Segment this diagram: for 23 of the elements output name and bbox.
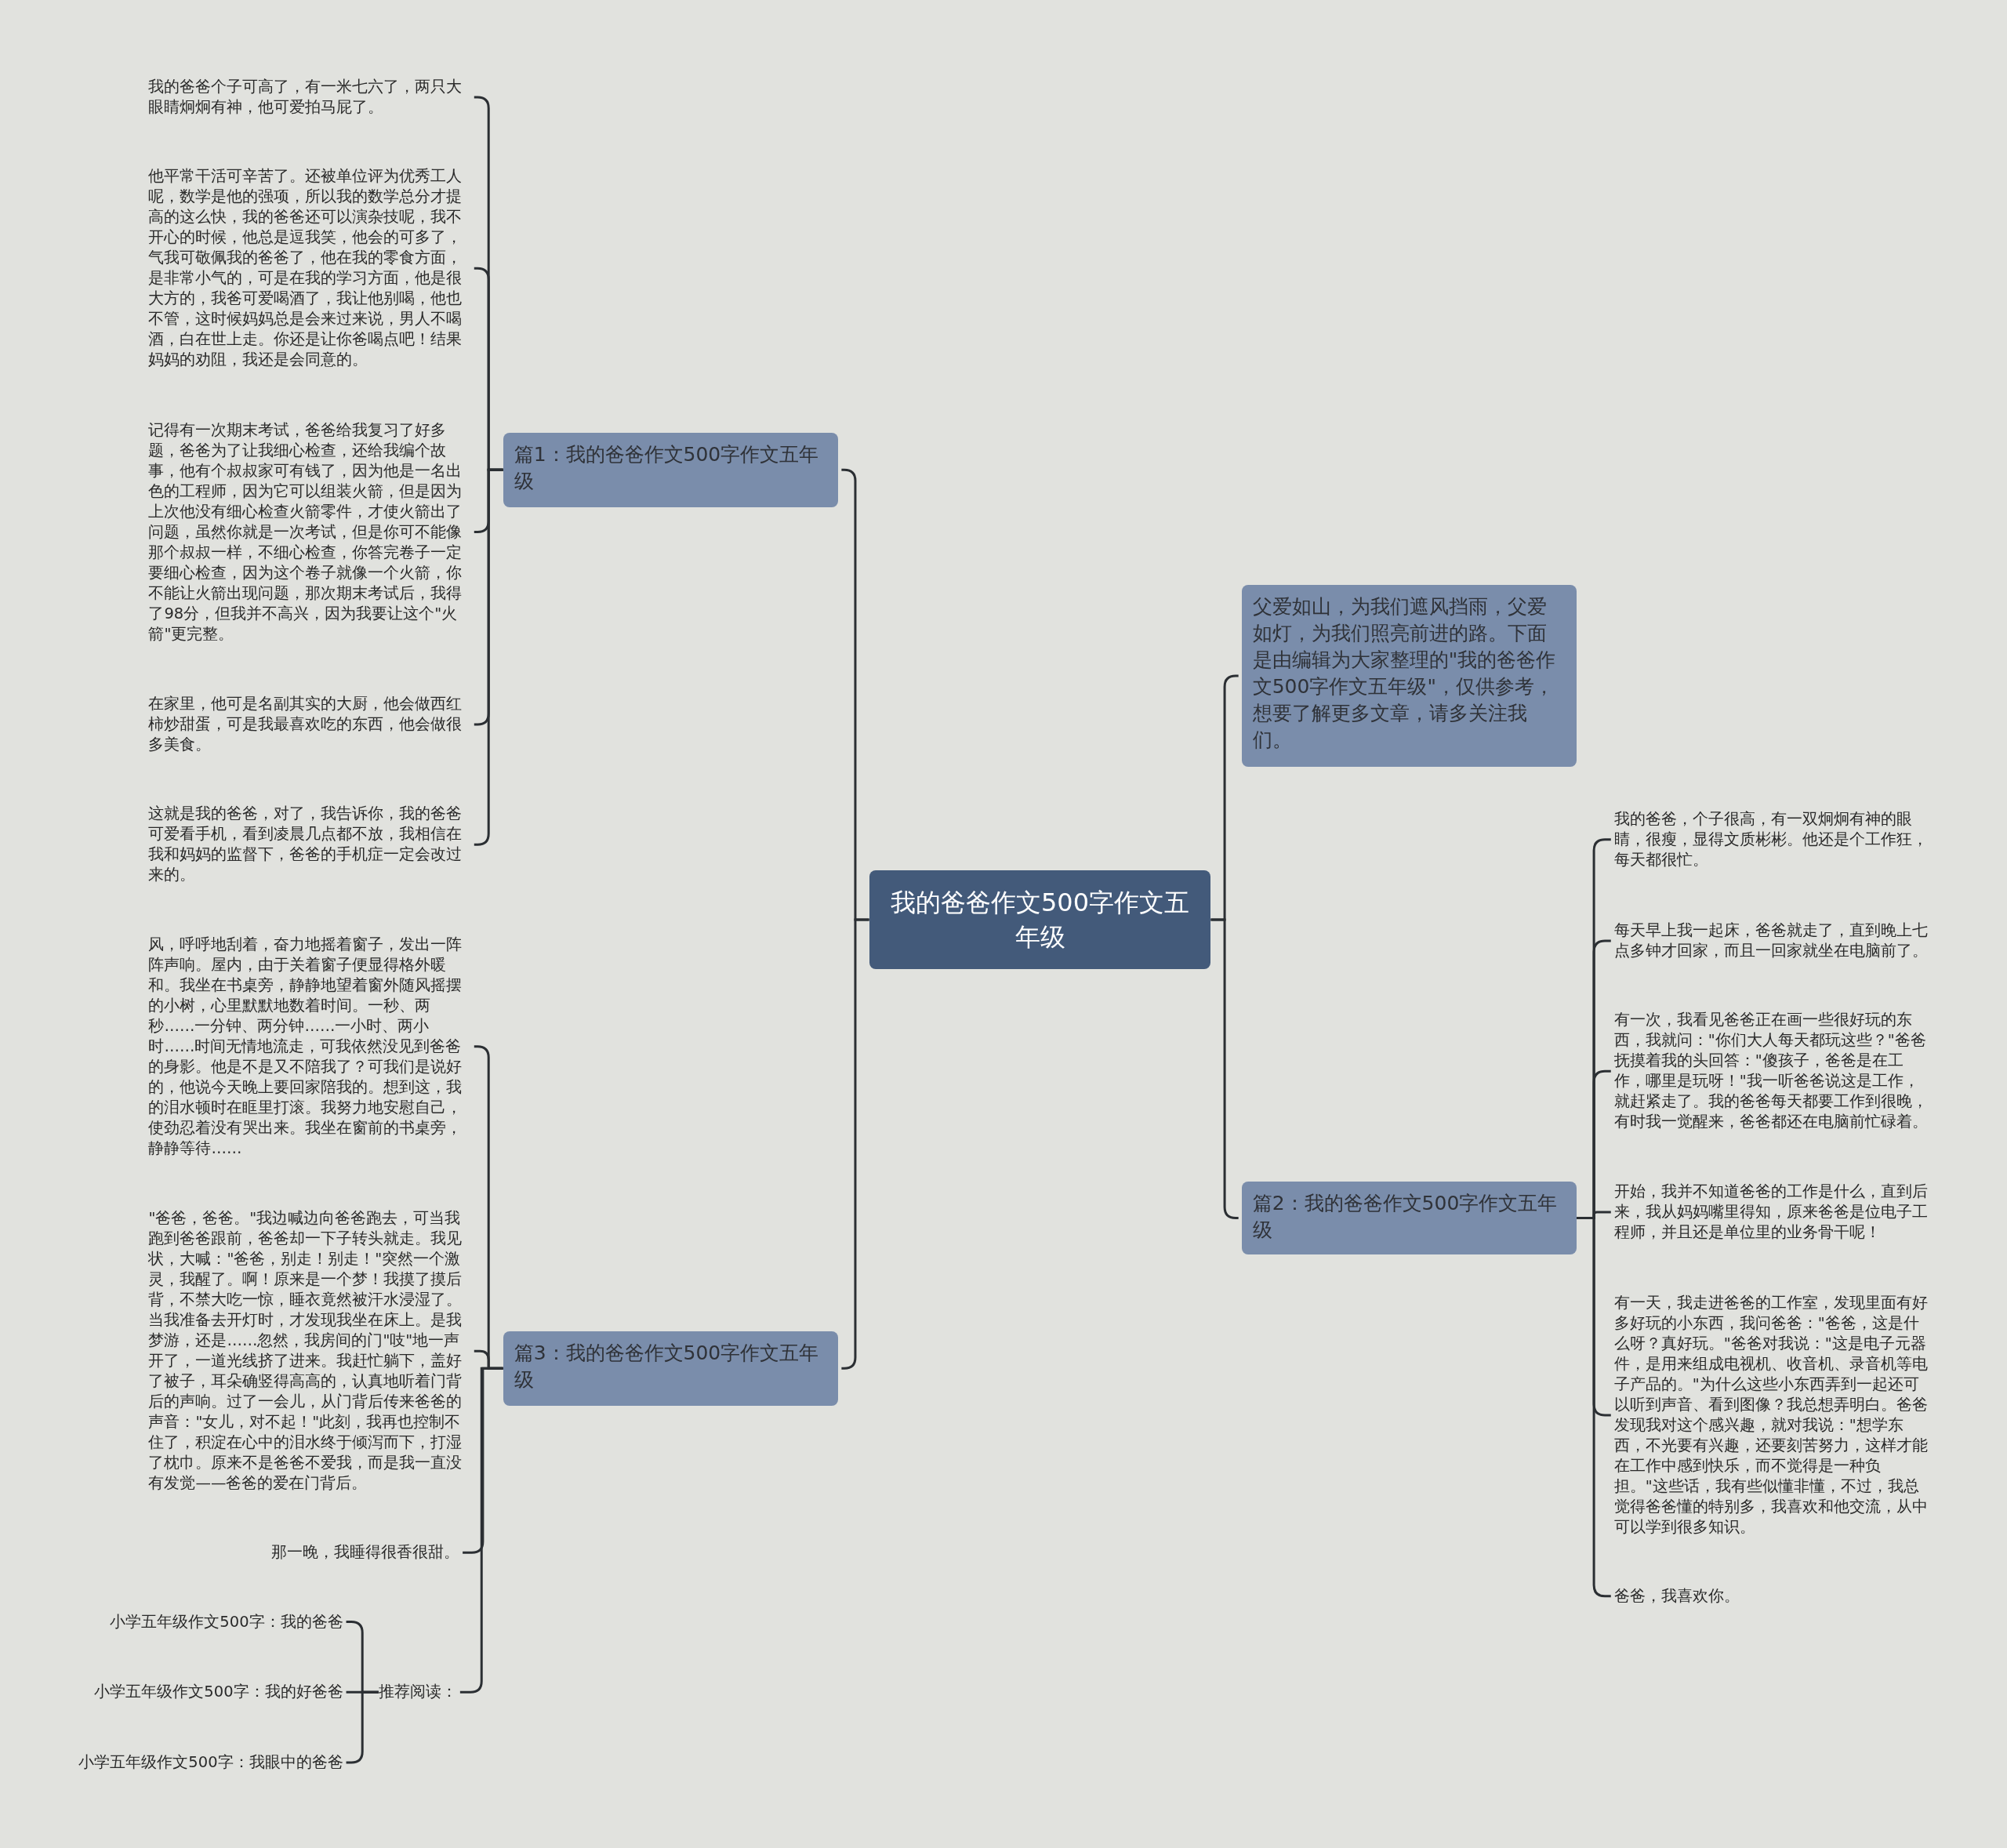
paragraph-text: 在家里，他可是名副其实的大厨，他会做西红柿炒甜蛋，可是我最喜欢吃的东西，他会做很多美食。 (148, 693, 471, 755)
paragraph-text: 有一次，我看见爸爸正在画一些很好玩的东西，我就问："你们大人每天都玩这些？"爸爸抚摸着我的头回答："傻孩子，爸爸是在工作，哪里是玩呀！"我一听爸爸说这是工作，就赶紧走了。我的爸爸每天都要工作到很晚，有时我一觉醒来，爸爸都还在电脑前忙碌着。 (1613, 1010, 1934, 1133)
paragraph-text: 我的爸爸个子可高了，有一米七六了，两只大眼睛炯炯有神，他可爱拍马屁了。 (148, 76, 471, 118)
paragraph-text: 风，呼呼地刮着，奋力地摇着窗子，发出一阵阵声响。屋内，由于关着窗子便显得格外暖和。我坐在书桌旁，静静地望着窗外随风摇摆的小树，心里默默地数着时间。一秒、两秒……一分钟、两分钟……一小时、两小时……时间无情地流走，可我依然没见到爸爸的身影。他是不是又不陪我了？可我们是说好的，他说今天晚上要回家陪我的。想到这，我的泪水顿时在眶里打滚。我努力地安慰自己，使劲忍着没有哭出来。我坐在窗前的书桌旁，静静等待…… (148, 934, 471, 1159)
paragraph-text: 记得有一次期末考试，爸爸给我复习了好多题，爸爸为了让我细心检查，还给我编个故事，他有个叔叔家可有钱了，因为他是一名出色的工程师，因为它可以组装火箭，但是因为上次他没有细心检查火箭零件，才使火箭出了问题，虽然你就是一次考试，但是你可不能像那个叔叔一样，不细心检查，你答完卷子一定要细心检查，因为这个卷子就像一个火箭，你不能让火箭出现问题，那次期末考试后，我得了98分，但我并不高兴，因为我要让这个"火箭"更完整。 (148, 419, 471, 644)
topic-box: 篇2：我的爸爸作文500字作文五年级 (1241, 1181, 1577, 1254)
topic-text: 小学五年级作文500字：我眼中的爸爸 (78, 1752, 343, 1774)
paragraph-text: 有一天，我走进爸爸的工作室，发现里面有好多好玩的小东西，我问爸爸："爸爸，这是什么呀？真好玩。"爸爸对我说："这是电子元器件，是用来组成电视机、收音机、录音机等电子产品的。"为什么这些小东西弄到一起还可以听到声音、看到图像？我总想弄明白。爸爸发现我对这个感兴趣，就对我说："想学东西，不光要有兴趣，还要刻苦努力，这样才能在工作中感到快乐，而不觉得是一种负担。"这些话，我有些似懂非懂，不过，我总觉得爸爸懂的特别多，我喜欢和他交流，从中可以学到很多知识。 (1613, 1292, 1934, 1538)
topic-box: 父爱如山，为我们遮风挡雨，父爱如灯，为我们照亮前进的路。下面是由编辑为大家整理的"我的爸爸作文500字作文五年级"，仅供参考，想要了解更多文章，请多关注我们。 (1241, 585, 1577, 767)
topic-text: 那一晚，我睡得很香很甜。 (271, 1542, 460, 1563)
central-topic-box: 我的爸爸作文500字作文五年级 (869, 870, 1211, 969)
topic-text: 推荐阅读： (378, 1682, 457, 1703)
paragraph-text: 开始，我并不知道爸爸的工作是什么，直到后来，我从妈妈嘴里得知，原来爸爸是位电子工程师，并且还是单位里的业务骨干呢！ (1613, 1181, 1934, 1243)
paragraph-text: 我的爸爸，个子很高，有一双炯炯有神的眼睛，很瘦，显得文质彬彬。他还是个工作狂，每天都很忙。 (1613, 808, 1934, 870)
paragraph-text: 这就是我的爸爸，对了，我告诉你，我的爸爸可爱看手机，看到凌晨几点都不放，我相信在我和妈妈的监督下，爸爸的手机症一定会改过来的。 (148, 804, 471, 886)
paragraph-text: "爸爸，爸爸。"我边喊边向爸爸跑去，可当我跑到爸爸跟前，爸爸却一下子转头就走。我见状，大喊："爸爸，别走！别走！"突然一个激灵，我醒了。啊！原来是一个梦！我摸了摸后背，不禁大吃一惊，睡衣竟然被汗水浸湿了。当我准备去开灯时，才发现我坐在床上。是我梦游，还是……忽然，我房间的门"吱"地一声开了，一道光线挤了进来。我赶忙躺下，盖好了被子，耳朵确竖得高高的，认真地听着门背后的声响。过了一会儿，从门背后传来爸爸的声音："女儿，对不起！"此刻，我再也控制不住了，积淀在心中的泪水终于倾泻而下，打湿了枕巾。原来不是爸爸不爱我，而是我一直没有发觉——爸爸的爱在门背后。 (148, 1208, 471, 1494)
paragraph-text: 每天早上我一起床，爸爸就走了，直到晚上七点多钟才回家，而且一回家就坐在电脑前了。 (1613, 920, 1934, 961)
paragraph-text: 爸爸，我喜欢你。 (1613, 1585, 1934, 1607)
topic-text: 小学五年级作文500字：我的爸爸 (110, 1611, 343, 1632)
topic-box: 篇3：我的爸爸作文500字作文五年级 (503, 1331, 839, 1406)
topic-text: 小学五年级作文500字：我的好爸爸 (94, 1682, 343, 1703)
topic-box: 篇1：我的爸爸作文500字作文五年级 (503, 432, 839, 507)
paragraph-text: 他平常干活可辛苦了。还被单位评为优秀工人呢，数学是他的强项，所以我的数学总分才提高的这么快，我的爸爸还可以演杂技呢，我不开心的时候，他总是逗我笑，他会的可多了，气我可敬佩我的爸爸了，他在我的零食方面，是非常小气的，可是在我的学习方面，他是很大方的，我爸可爱喝酒了，我让他别喝，他也不管，这时候妈妈总是会来过来说，男人不喝酒，白在世上走。你还是让你爸喝点吧！结果妈妈的劝阻，我还是会同意的。 (148, 166, 471, 371)
